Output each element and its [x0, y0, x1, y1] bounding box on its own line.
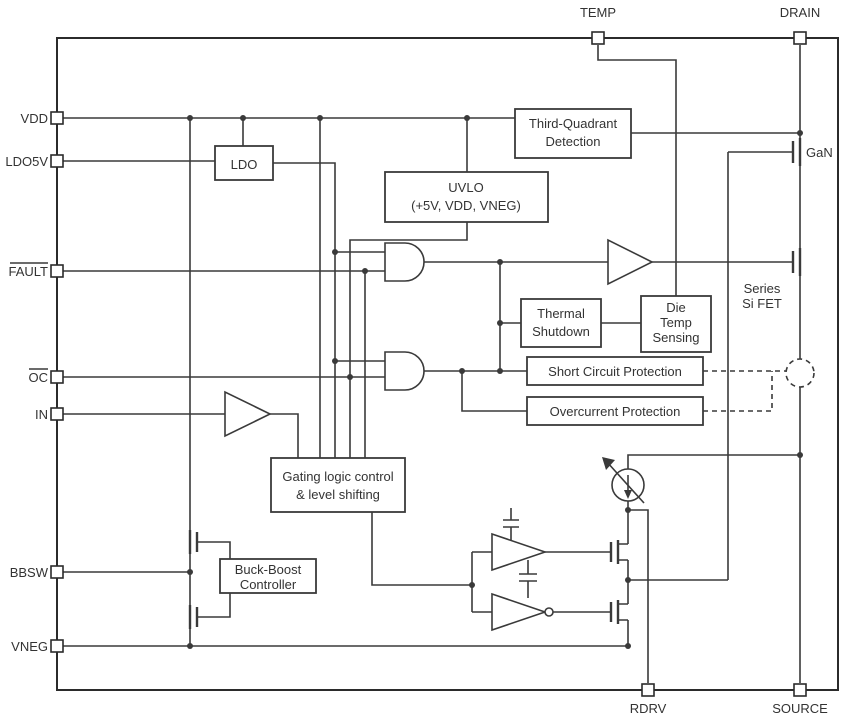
block-gating-logic: Gating logic control & level shifting	[270, 457, 406, 513]
wire-buckboost-gates	[197, 541, 231, 618]
block-rect	[526, 396, 704, 426]
block-label: Sensing	[653, 330, 700, 345]
block-die-temp-sensing: Die Temp Sensing	[640, 295, 712, 353]
block-label: & level shifting	[296, 487, 380, 502]
wire-gating-to-drivers	[371, 512, 472, 586]
block-overcurrent-protection: Overcurrent Protection	[526, 396, 704, 426]
block-label: Detection	[546, 134, 601, 149]
pin-rdrv: RDRV	[630, 683, 667, 716]
wire-ocp-branch	[461, 371, 527, 412]
wire-uvlo-out	[349, 222, 468, 458]
block-label: (+5V, VDD, VNEG)	[411, 198, 521, 213]
buckboost-high-fet-symbol	[188, 530, 199, 554]
pin-label-vdd: VDD	[21, 111, 48, 126]
block-third-quadrant-detection: Third-Quadrant Detection	[514, 108, 632, 159]
block-label: Shutdown	[532, 324, 590, 339]
block-label: Gating logic control	[282, 469, 393, 484]
label-series-fet: Series	[744, 281, 781, 296]
pin-source: SOURCE	[772, 683, 828, 716]
pin-drain: DRAIN	[780, 5, 820, 45]
block-rect	[526, 356, 704, 386]
pin-label-bbsw: BBSW	[10, 565, 49, 580]
wire-ocp-sense-dashed	[703, 371, 773, 412]
pin-label-oc: OC	[29, 370, 49, 385]
driver-buffer-low-inverting	[491, 592, 554, 632]
block-rect	[270, 457, 406, 513]
label-series-fet: Si FET	[742, 296, 782, 311]
current-sense-circle	[785, 358, 815, 388]
pin-temp: TEMP	[580, 5, 616, 45]
block-label: Temp	[660, 315, 692, 330]
block-thermal-shutdown: Thermal Shutdown	[520, 298, 602, 348]
pin-vdd: VDD	[21, 111, 64, 126]
block-rect	[219, 558, 317, 594]
wire-current-source-top	[627, 454, 800, 469]
pin-ldo5v: LDO5V	[5, 154, 64, 169]
charge-pump-capacitor-upper	[503, 508, 519, 540]
block-rect	[384, 171, 549, 223]
pin-fault: FAULT	[9, 262, 64, 279]
pin-label-drain: DRAIN	[780, 5, 820, 20]
pin-label-temp: TEMP	[580, 5, 616, 20]
buffer-amp-sifet	[607, 238, 654, 286]
block-ldo: LDO	[214, 145, 274, 181]
block-rect	[214, 145, 274, 181]
block-label: Short Circuit Protection	[548, 364, 682, 379]
block-label: LDO	[231, 157, 258, 172]
pin-label-rdrv: RDRV	[630, 701, 667, 716]
wire-driver-fet-stubs	[618, 543, 629, 646]
block-label: Controller	[240, 577, 297, 592]
wire-rdrv	[628, 509, 649, 683]
block-buck-boost-controller: Buck-Boost Controller	[219, 558, 317, 594]
block-rect	[520, 298, 602, 348]
block-label: Thermal	[537, 306, 585, 321]
wire-temp	[597, 45, 677, 296]
gan-fet-symbol	[791, 138, 802, 166]
block-label: Die	[666, 300, 686, 315]
block-rect	[640, 295, 712, 353]
pin-label-source: SOURCE	[772, 701, 828, 716]
pin-in: IN	[35, 407, 64, 422]
pin-bbsw: BBSW	[10, 565, 64, 580]
block-label: Third-Quadrant	[529, 116, 618, 131]
label-gan: GaN	[806, 145, 833, 160]
chip-outline	[56, 37, 839, 691]
pin-vneg: VNEG	[11, 639, 64, 654]
and-gate-oc	[384, 351, 425, 391]
inverter-bubble	[544, 607, 554, 617]
circuit-wiring	[63, 45, 801, 683]
current-source-symbol	[602, 457, 645, 504]
block-short-circuit-protection: Short Circuit Protection	[526, 356, 704, 386]
block-label: Buck-Boost	[235, 562, 302, 577]
driver-low-fet-symbol	[609, 600, 620, 624]
pin-label-vneg: VNEG	[11, 639, 48, 654]
buffer-amp-in	[224, 390, 272, 438]
buckboost-low-fet-symbol	[188, 605, 199, 629]
junction-dots	[187, 115, 803, 649]
pin-label-fault: FAULT	[9, 264, 49, 279]
block-uvlo: UVLO (+5V, VDD, VNEG)	[384, 171, 549, 223]
pin-label-ldo5v: LDO5V	[5, 154, 48, 169]
and-gate-fault	[384, 242, 425, 282]
pin-oc: OC	[29, 368, 64, 385]
driver-high-fet-symbol	[609, 540, 620, 564]
wire-in-buffer-out	[270, 413, 299, 458]
pin-label-in: IN	[35, 407, 48, 422]
series-si-fet-symbol	[791, 248, 802, 276]
charge-pump-capacitor-lower	[519, 560, 537, 598]
block-label: Overcurrent Protection	[550, 404, 681, 419]
block-label: UVLO	[448, 180, 483, 195]
driver-buffer-high	[491, 532, 548, 572]
block-rect	[514, 108, 632, 159]
